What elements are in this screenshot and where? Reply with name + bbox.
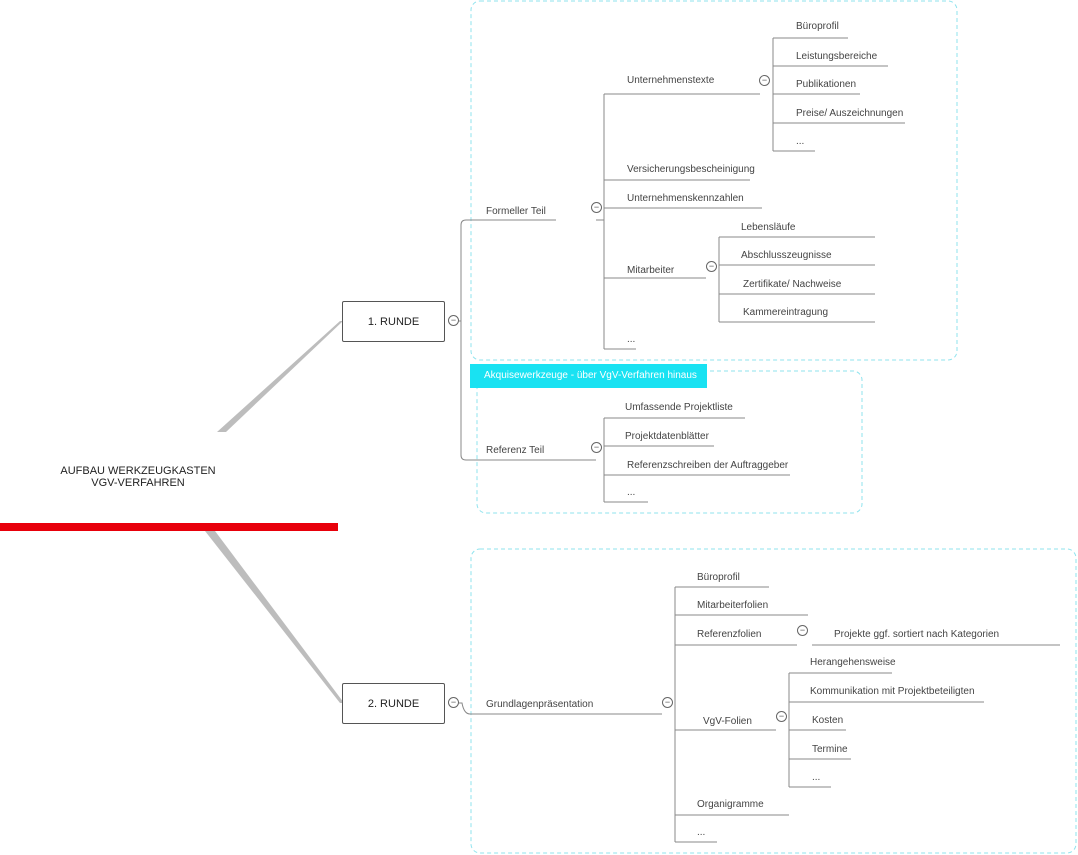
reference-slides-collapse-toggle[interactable]: − bbox=[797, 625, 808, 636]
central-topic-line1: AUFBAU WERKZEUGKASTEN bbox=[60, 465, 216, 477]
employees-collapse-toggle[interactable]: − bbox=[706, 261, 717, 272]
reference-slides-label[interactable]: Referenzfolien bbox=[697, 629, 762, 640]
employee-slides-label[interactable]: Mitarbeiterfolien bbox=[697, 600, 769, 611]
formal-part-label[interactable]: Formeller Teil bbox=[486, 206, 546, 217]
employees-item[interactable]: Zertifikate/ Nachweise bbox=[743, 279, 842, 290]
org-charts-label[interactable]: Organigramme bbox=[697, 799, 764, 810]
company-texts-item[interactable]: ... bbox=[796, 136, 805, 147]
base-presentation-collapse-toggle[interactable]: − bbox=[662, 697, 673, 708]
projects-sorted-label[interactable]: Projekte ggf. sortiert nach Kategorien bbox=[834, 629, 1000, 640]
reference-item[interactable]: Umfassende Projektliste bbox=[625, 402, 733, 413]
office-profile-label[interactable]: Büroprofil bbox=[697, 572, 740, 583]
vgv-slides-item[interactable]: Kosten bbox=[812, 715, 844, 726]
employees-item[interactable]: Abschlusszeugnisse bbox=[741, 250, 832, 261]
round1-node[interactable]: 1. RUNDE bbox=[342, 301, 445, 342]
reference-item[interactable]: Referenzschreiben der Auftraggeber bbox=[627, 460, 789, 471]
vgv-slides-collapse-toggle[interactable]: − bbox=[776, 711, 787, 722]
central-topic[interactable]: AUFBAU WERKZEUGKASTEN VGV-VERFAHREN bbox=[40, 465, 236, 489]
reference-part-collapse-toggle[interactable]: − bbox=[591, 442, 602, 453]
root-connector-round2 bbox=[205, 531, 344, 703]
formal-part-collapse-toggle[interactable]: − bbox=[591, 202, 602, 213]
employees-label[interactable]: Mitarbeiter bbox=[627, 265, 675, 276]
base-presentation-label[interactable]: Grundlagenpräsentation bbox=[486, 699, 594, 710]
company-figures-label[interactable]: Unternehmenskennzahlen bbox=[627, 193, 744, 204]
round2-node[interactable]: 2. RUNDE bbox=[342, 683, 445, 724]
round1-collapse-toggle[interactable]: − bbox=[448, 315, 459, 326]
company-texts-item[interactable]: Leistungsbereiche bbox=[796, 51, 878, 62]
reference-item[interactable]: Projektdatenblätter bbox=[625, 431, 709, 442]
company-texts-label[interactable]: Unternehmenstexte bbox=[627, 75, 715, 86]
round2-collapse-toggle[interactable]: − bbox=[448, 697, 459, 708]
employees-item[interactable]: Kammereintragung bbox=[743, 307, 829, 318]
vgv-slides-item[interactable]: ... bbox=[812, 772, 821, 783]
vgv-slides-item[interactable]: Kommunikation mit Projektbeteiligten bbox=[810, 686, 975, 697]
central-topic-line2: VGV-VERFAHREN bbox=[91, 477, 185, 489]
root-connector-round1 bbox=[217, 321, 343, 432]
vgv-slides-item[interactable]: Herangehensweise bbox=[810, 657, 896, 668]
employees-item[interactable]: Lebensläufe bbox=[741, 222, 796, 233]
vgv-slides-item[interactable]: Termine bbox=[812, 744, 848, 755]
boundary-round2 bbox=[470, 548, 1077, 854]
company-texts-item[interactable]: Publikationen bbox=[796, 79, 857, 90]
boundary-formal bbox=[470, 0, 958, 361]
company-texts-item[interactable]: Preise/ Auszeichnungen bbox=[796, 108, 904, 119]
reference-item[interactable]: ... bbox=[627, 487, 636, 498]
reference-part-label[interactable]: Referenz Teil bbox=[486, 445, 545, 456]
root-underline bbox=[0, 523, 338, 531]
base-presentation-more[interactable]: ... bbox=[697, 827, 706, 838]
company-texts-item[interactable]: Büroprofil bbox=[796, 21, 839, 32]
insurance-certificate-label[interactable]: Versicherungsbescheinigung bbox=[627, 164, 755, 175]
company-texts-collapse-toggle[interactable]: − bbox=[759, 75, 770, 86]
vgv-slides-label[interactable]: VgV-Folien bbox=[703, 716, 752, 727]
formal-part-more[interactable]: ... bbox=[627, 334, 636, 345]
acquisition-tools-banner[interactable]: Akquisewerkzeuge - über VgV-Verfahren hi… bbox=[470, 364, 707, 388]
